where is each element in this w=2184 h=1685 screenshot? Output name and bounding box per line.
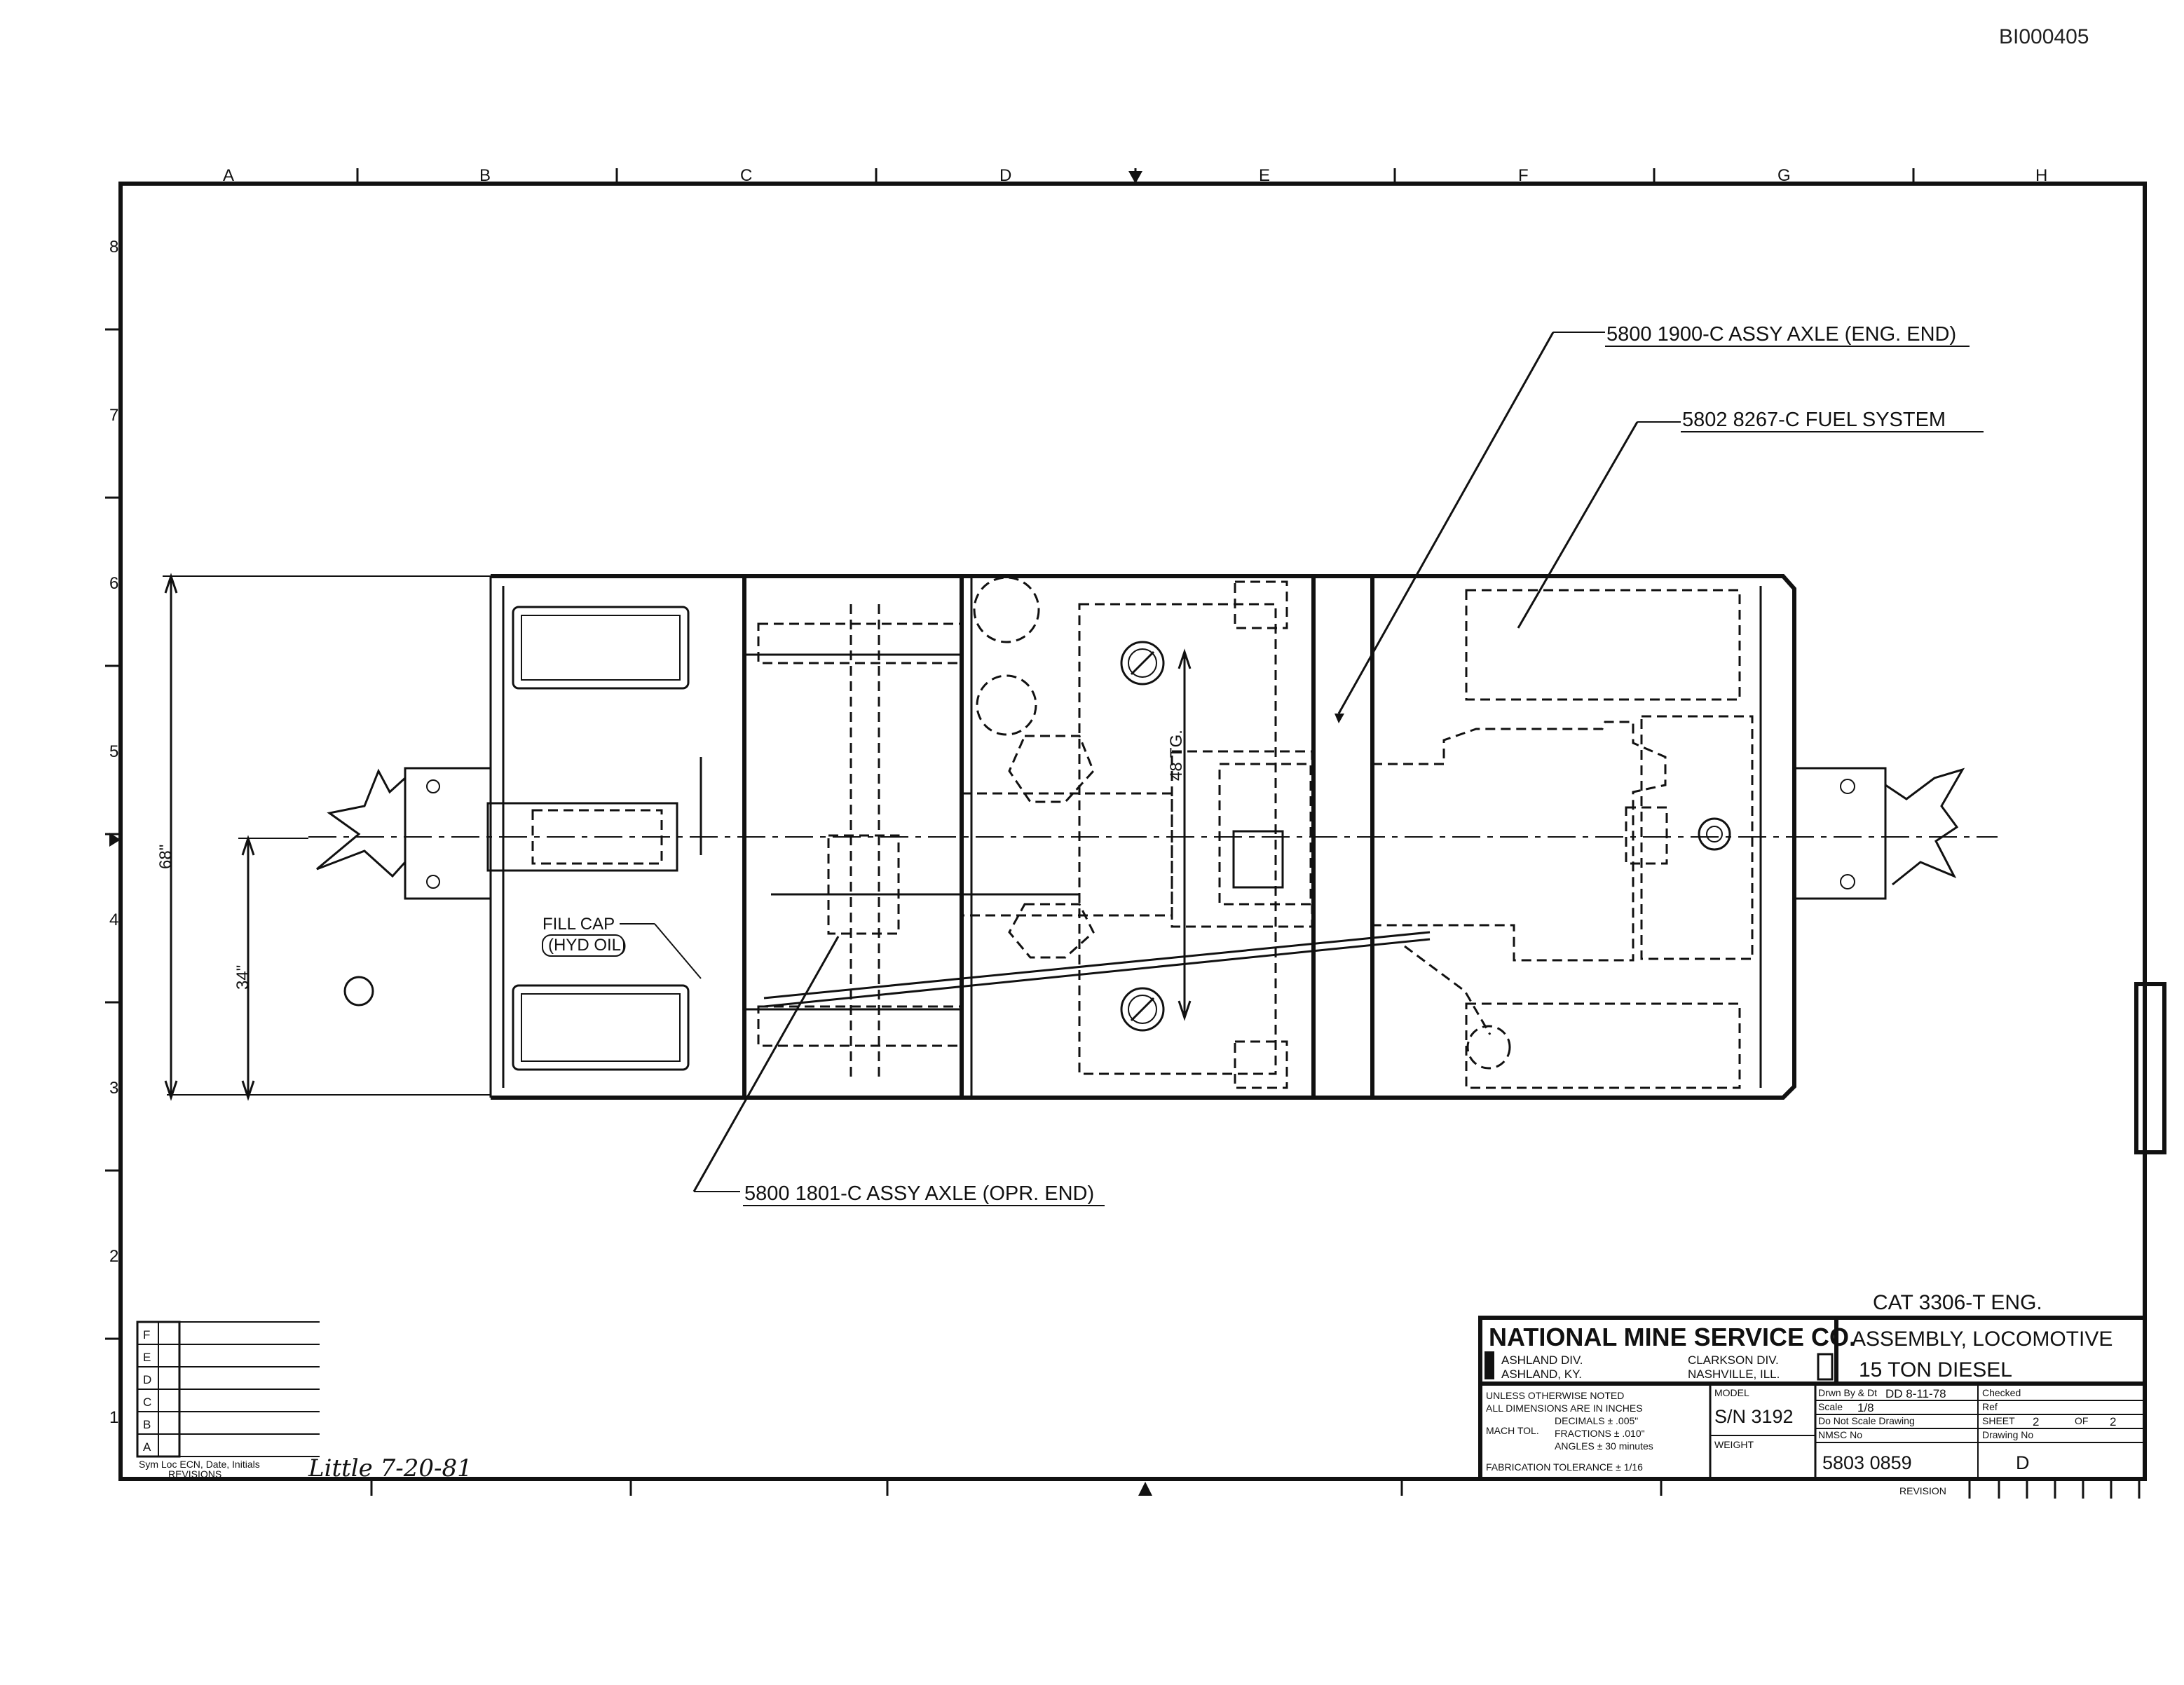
nmsc-label: NMSC No bbox=[1818, 1429, 1862, 1440]
company-name: NATIONAL MINE SERVICE CO. bbox=[1489, 1323, 1856, 1351]
title-line-1: ASSEMBLY, LOCOMOTIVE bbox=[1852, 1328, 2113, 1351]
mach-tol-label: MACH TOL. bbox=[1486, 1425, 1539, 1436]
checked-label: Checked bbox=[1982, 1387, 2021, 1398]
zone-7: 7 bbox=[109, 406, 118, 425]
div-left-1: ASHLAND DIV. bbox=[1501, 1353, 1583, 1367]
scale-value: 1/8 bbox=[1857, 1401, 1874, 1414]
tol-line-6: FABRICATION TOLERANCE ± 1/16 bbox=[1486, 1461, 1643, 1473]
sheet-of-label: OF bbox=[2075, 1415, 2088, 1426]
ref-label: Ref bbox=[1982, 1401, 1998, 1412]
tol-line-1: UNLESS OTHERWISE NOTED bbox=[1486, 1390, 1624, 1401]
center-height-label: 34" bbox=[233, 965, 252, 990]
fill-cap-label: FILL CAP bbox=[542, 915, 615, 934]
svg-text:5802 8267-C FUEL SYSTEM: 5802 8267-C FUEL SYSTEM bbox=[1682, 409, 1946, 431]
div-right-1: CLARKSON DIV. bbox=[1688, 1353, 1779, 1367]
zone-g: G bbox=[1777, 166, 1791, 185]
callout-fill-cap: FILL CAP (HYD OIL) bbox=[542, 915, 702, 979]
zone-b: B bbox=[479, 166, 491, 185]
div-right-2: NASHVILLE, ILL. bbox=[1688, 1367, 1780, 1381]
drawing-no-value: D bbox=[2016, 1452, 2030, 1473]
title-block: CAT 3306-T ENG. NATIONAL MINE SERVICE CO… bbox=[1478, 1291, 2147, 1499]
revision-label: REVISION bbox=[1899, 1485, 1946, 1496]
sheet-of-value: 2 bbox=[2110, 1415, 2116, 1428]
rev-letter-e: E bbox=[143, 1351, 151, 1364]
tol-line-3: DECIMALS ± .005" bbox=[1555, 1415, 1638, 1426]
zone-h: H bbox=[2035, 166, 2047, 185]
tol-line-2: ALL DIMENSIONS ARE IN INCHES bbox=[1486, 1403, 1643, 1414]
locomotive-plan-view bbox=[167, 574, 1998, 1100]
fill-cap-symbol bbox=[343, 976, 374, 1007]
fill-cap-sublabel: (HYD OIL) bbox=[548, 936, 627, 955]
zone-6: 6 bbox=[109, 574, 118, 593]
drawing-border bbox=[118, 182, 2147, 1481]
model-label: MODEL bbox=[1714, 1387, 1749, 1398]
tol-line-4: FRACTIONS ± .010" bbox=[1555, 1428, 1645, 1439]
svg-text:5800 1900-C ASSY AXLE (ENG. EN: 5800 1900-C ASSY AXLE (ENG. END) bbox=[1606, 323, 1956, 346]
revisions-block: F E D C B A Sym Loc ECN, Date, Initials … bbox=[136, 1321, 472, 1482]
zone-3: 3 bbox=[109, 1079, 118, 1098]
sheet-value: 2 bbox=[2033, 1415, 2039, 1428]
model-value: S/N 3192 bbox=[1714, 1406, 1794, 1427]
rev-letter-b: B bbox=[143, 1418, 151, 1431]
zone-8: 8 bbox=[109, 238, 118, 257]
scale-label: Scale bbox=[1818, 1401, 1843, 1412]
drawn-by-value: DD 8-11-78 bbox=[1885, 1387, 1946, 1400]
rev-letter-c: C bbox=[143, 1396, 151, 1409]
column-zone-markers: A B C D E F G H bbox=[223, 166, 2047, 185]
edge-tab bbox=[2134, 982, 2166, 1154]
title-line-2: 15 TON DIESEL bbox=[1859, 1358, 2012, 1382]
callout-fuel-system: 5802 8267-C FUEL SYSTEM bbox=[1517, 409, 1984, 629]
zone-e: E bbox=[1259, 166, 1270, 185]
rev-letter-f: F bbox=[143, 1328, 150, 1342]
revisions-header: Sym Loc ECN, Date, Initials bbox=[139, 1459, 260, 1470]
dimension-track-gauge: 48 TG. bbox=[1167, 648, 1192, 1021]
zone-c: C bbox=[740, 166, 752, 185]
row-zone-markers: 8 7 6 5 4 3 2 1 bbox=[105, 238, 121, 1427]
callout-axle-opr-end: 5800 1801-C ASSY AXLE (OPR. END) bbox=[692, 936, 1105, 1206]
tol-line-5: ANGLES ± 30 minutes bbox=[1555, 1440, 1653, 1452]
document-id: BI000405 bbox=[1999, 25, 2089, 48]
dimension-center-height: 34" bbox=[233, 835, 308, 1101]
zone-d: D bbox=[999, 166, 1011, 185]
zone-5: 5 bbox=[109, 742, 118, 761]
dimension-overall-height: 68" bbox=[156, 573, 491, 1101]
drawn-by-label: Drwn By & Dt bbox=[1818, 1387, 1877, 1398]
no-scale-note: Do Not Scale Drawing bbox=[1818, 1415, 1915, 1426]
zone-1: 1 bbox=[109, 1408, 118, 1427]
weight-label: WEIGHT bbox=[1714, 1439, 1754, 1450]
drawing-no-label: Drawing No bbox=[1982, 1429, 2033, 1440]
nmsc-value: 5803 0859 bbox=[1822, 1452, 1912, 1473]
signature: Little 7-20-81 bbox=[308, 1454, 472, 1482]
revisions-footer: REVISIONS bbox=[168, 1468, 221, 1480]
div-left-2: ASHLAND, KY. bbox=[1501, 1367, 1582, 1381]
rev-letter-d: D bbox=[143, 1373, 151, 1386]
zone-2: 2 bbox=[109, 1247, 118, 1266]
zone-f: F bbox=[1518, 166, 1529, 185]
overall-height-label: 68" bbox=[156, 845, 175, 869]
track-gauge-label: 48 TG. bbox=[1167, 730, 1186, 781]
sheet-label: SHEET bbox=[1982, 1415, 2015, 1426]
callout-axle-eng-end: 5800 1900-C ASSY AXLE (ENG. END) bbox=[1335, 323, 1970, 723]
engine-note: CAT 3306-T ENG. bbox=[1873, 1291, 2042, 1314]
bottom-zone-ticks bbox=[370, 1479, 1663, 1496]
svg-text:5800 1801-C ASSY AXLE (OPR. EN: 5800 1801-C ASSY AXLE (OPR. END) bbox=[744, 1182, 1094, 1205]
zone-a: A bbox=[223, 166, 234, 185]
zone-4: 4 bbox=[109, 910, 118, 929]
rev-letter-a: A bbox=[143, 1440, 151, 1454]
